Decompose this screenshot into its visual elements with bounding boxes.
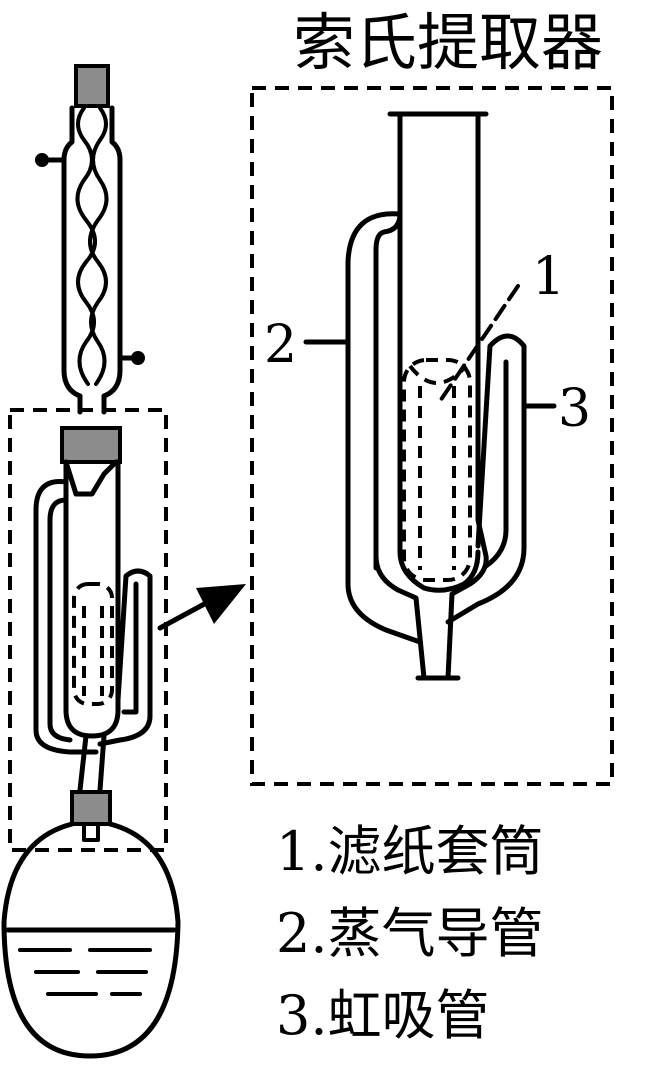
enlarged-thimble	[402, 358, 472, 582]
extractor-stopper	[60, 426, 122, 464]
extractor-chamber	[63, 459, 121, 739]
legend: 1.滤纸套筒 2.蒸气导管 3.虹吸管	[276, 820, 544, 1047]
legend-item-1: 1.滤纸套筒	[276, 820, 544, 883]
condenser-coil	[75, 106, 109, 386]
legend-item-3: 3.虹吸管	[276, 984, 490, 1047]
enlarged-siphon-tube	[445, 333, 527, 625]
flask-liquid-dashes	[18, 948, 152, 996]
enlarged-extractor: 1 2 3	[264, 111, 591, 681]
extractor-highlight-box	[8, 408, 168, 852]
legend-item-2: 2.蒸气导管	[276, 902, 544, 965]
extractor-stopper-cut	[63, 459, 119, 497]
enlarged-thimble-cone	[408, 364, 468, 385]
siphon-tube-small	[97, 568, 153, 747]
flask-stopper-tip	[82, 822, 100, 842]
diagram-title: 索氏提取器	[293, 6, 603, 79]
vapor-tube-small	[33, 479, 99, 755]
enlarged-chamber	[373, 111, 489, 681]
callout-2: 2	[264, 315, 297, 375]
condenser-outlet-knob	[131, 351, 145, 365]
condenser-inlet-knob	[35, 153, 49, 167]
full-apparatus	[1, 64, 181, 1059]
enlarged-chamber-inner	[397, 211, 481, 593]
zoom-arrow	[157, 584, 246, 631]
callout-1: 1	[532, 247, 565, 307]
enlarged-vapor-tube	[345, 211, 423, 645]
thimble-small	[72, 582, 114, 706]
condenser-top-stopper	[74, 64, 110, 108]
callout-3: 3	[558, 379, 591, 439]
condenser-jacket	[61, 105, 123, 415]
round-bottom-flask	[1, 821, 181, 1059]
extractor-neck	[77, 733, 107, 793]
leader-1	[436, 284, 520, 406]
flask-stopper	[70, 790, 112, 826]
